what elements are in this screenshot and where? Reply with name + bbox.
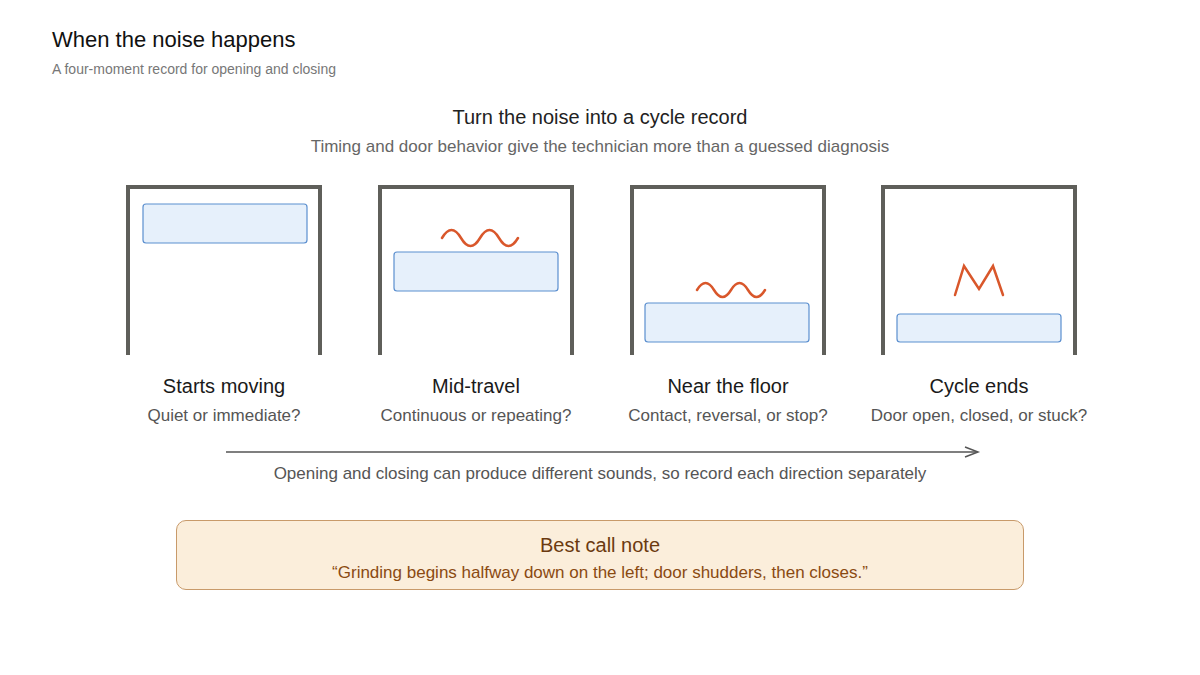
door-frame (632, 187, 824, 355)
stage-question: Continuous or repeating? (350, 406, 602, 426)
stage-heading: Cycle ends (853, 373, 1105, 399)
noise-wave (442, 230, 518, 246)
arrow-head (965, 447, 978, 457)
noise-wave (697, 283, 765, 297)
door-frame (128, 187, 320, 355)
door-frame (380, 187, 572, 355)
stage-heading: Starts moving (98, 373, 350, 399)
timeline-note: Opening and closing can produce differen… (0, 464, 1200, 484)
stage-question: Door open, closed, or stuck? (853, 406, 1105, 426)
door-panel (897, 314, 1061, 342)
section-subheading: Timing and door behavior give the techni… (0, 137, 1200, 157)
timeline-arrow (226, 451, 976, 453)
door-stage: Starts movingQuiet or immediate? (98, 187, 350, 432)
door-stage: Mid-travelContinuous or repeating? (350, 187, 602, 432)
subtitle: A four-moment record for opening and clo… (52, 61, 752, 77)
stage-question: Quiet or immediate? (98, 406, 350, 426)
door-panel (394, 252, 558, 291)
door-frame (883, 187, 1075, 355)
stage-heading: Near the floor (602, 373, 854, 399)
door-panel (645, 303, 809, 342)
note-heading: Best call note (177, 532, 1023, 558)
noise-spike (955, 266, 1003, 295)
page-title: When the noise happens (52, 27, 295, 53)
section-heading: Turn the noise into a cycle record (0, 104, 1200, 130)
call-note-box: Best call note “Grinding begins halfway d… (176, 520, 1024, 590)
door-panel (143, 204, 307, 243)
stage-heading: Mid-travel (350, 373, 602, 399)
note-quote: “Grinding begins halfway down on the lef… (177, 563, 1023, 583)
door-stage: Cycle endsDoor open, closed, or stuck? (853, 187, 1105, 432)
door-stage: Near the floorContact, reversal, or stop… (602, 187, 854, 432)
stage-question: Contact, reversal, or stop? (602, 406, 854, 426)
